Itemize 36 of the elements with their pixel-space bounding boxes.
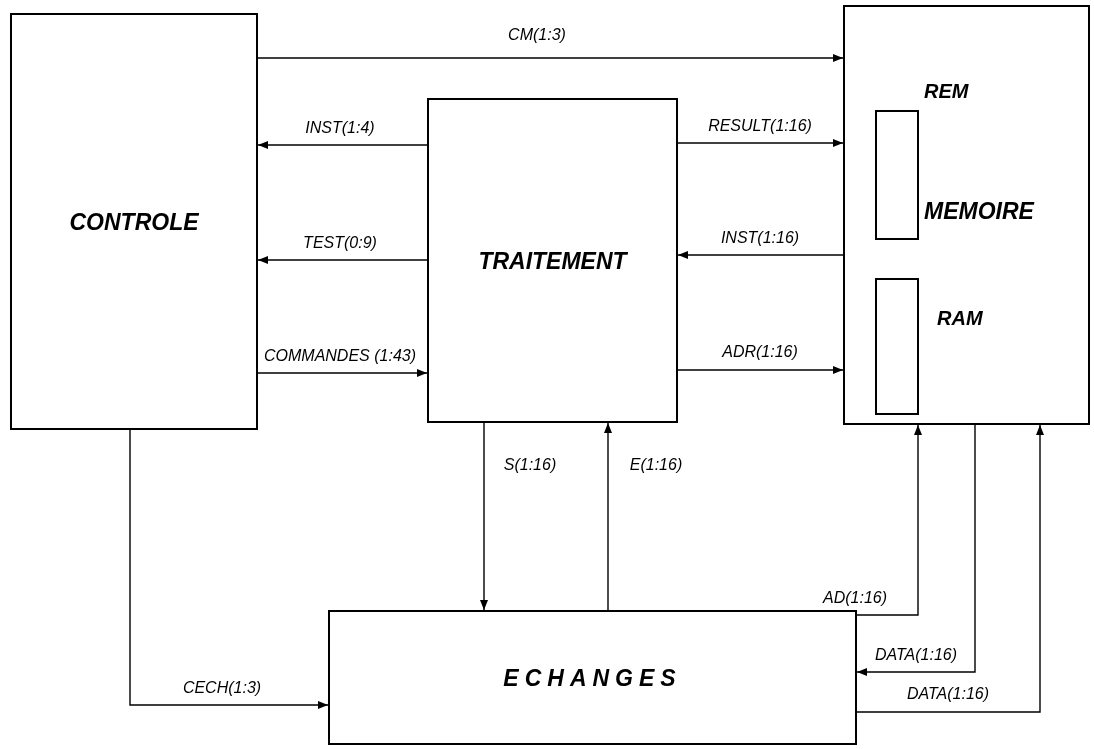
block-box (427, 98, 678, 423)
edge-label: DATA(1:16) (904, 685, 992, 703)
edge-label: E(1:16) (627, 456, 685, 474)
arrow (856, 424, 922, 616)
arrow (257, 54, 844, 62)
block-label: MEMOIRE (924, 198, 1034, 225)
block-label: TRAITEMENT (478, 247, 627, 274)
edge-label: INST(1:4) (303, 119, 377, 137)
memory-block (843, 5, 1090, 425)
arrow (856, 424, 976, 676)
edge-label: RESULT(1:16) (706, 117, 814, 135)
arrow (677, 139, 844, 147)
edge-label: COMMANDES (1:43) (262, 347, 418, 365)
arrow (257, 369, 428, 377)
arrow (604, 422, 612, 611)
block-box (328, 610, 857, 745)
edge-label: CECH(1:3) (180, 679, 264, 697)
edge-label: CM(1:3) (506, 26, 568, 44)
edge-label: TEST(0:9) (301, 234, 379, 252)
arrow (480, 422, 488, 611)
edge-label: INST(1:16) (718, 229, 802, 247)
bank-label: REM (924, 80, 969, 103)
arrow (257, 141, 428, 149)
arrow (677, 251, 844, 259)
edge-label: S(1:16) (501, 456, 559, 474)
edge-label: ADR(1:16) (720, 343, 800, 361)
block-box (10, 13, 258, 430)
arrow (129, 429, 329, 709)
block-label: ECHANGES (503, 664, 682, 691)
bank-label: RAM (937, 307, 983, 330)
edge-label: AD(1:16) (821, 589, 889, 607)
arrow (257, 256, 428, 264)
block-label: CONTROLE (69, 208, 199, 235)
edge-label: DATA(1:16) (872, 646, 960, 664)
arrow (677, 366, 844, 374)
arrow (856, 424, 1044, 713)
